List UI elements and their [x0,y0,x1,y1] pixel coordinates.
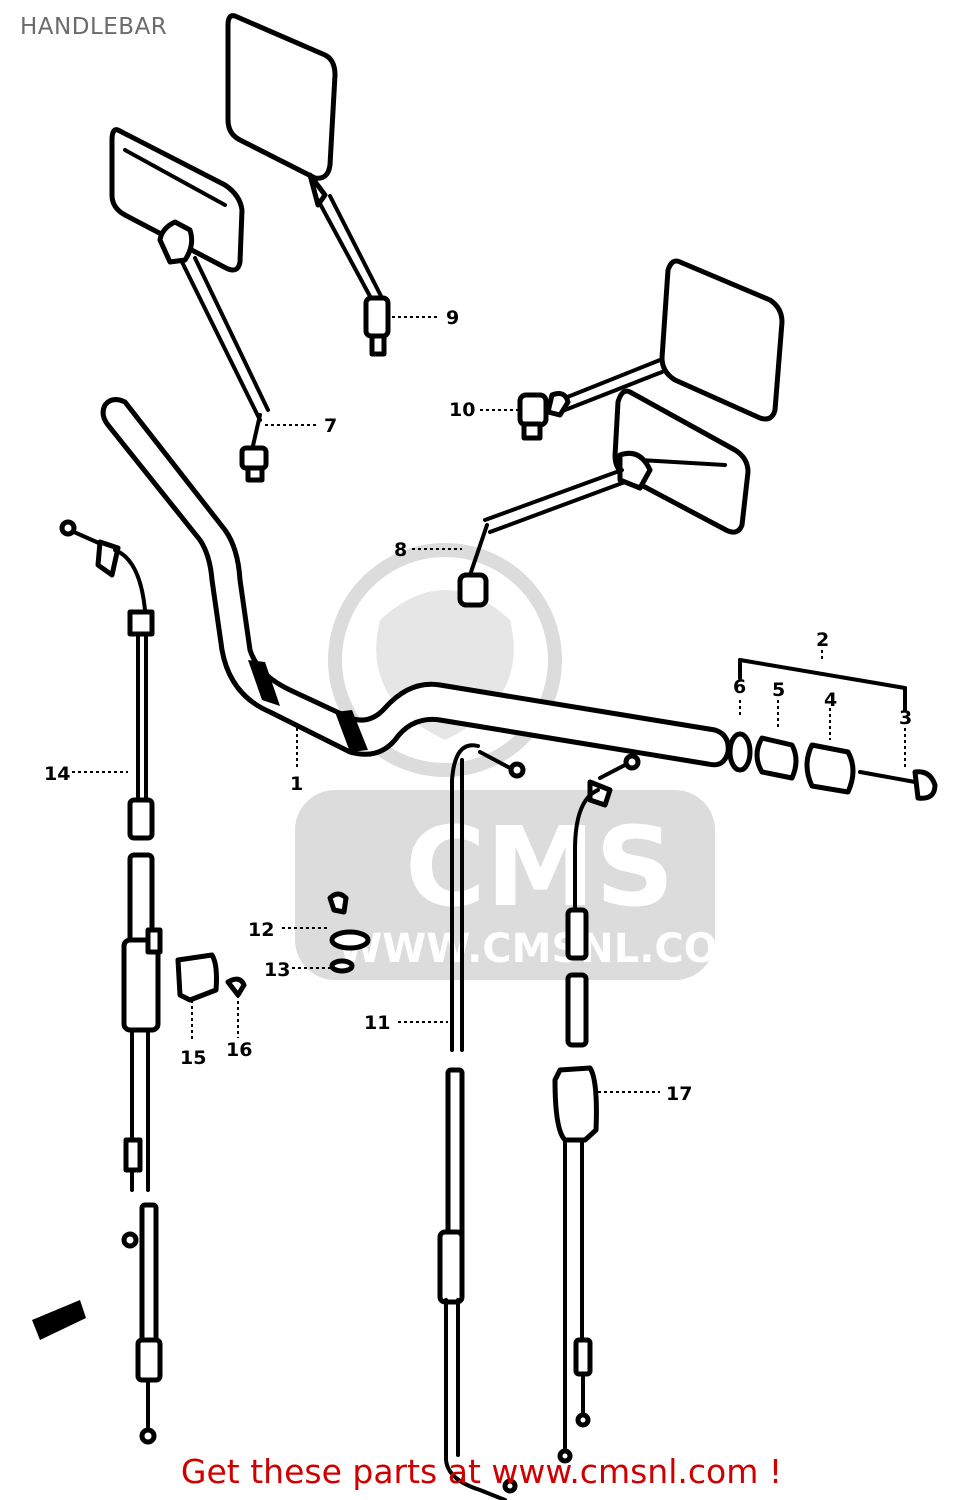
callout-14: 14 [44,763,70,785]
callout-10: 10 [449,399,475,421]
balancer-assembly [727,658,938,801]
leader-lines [72,316,906,1093]
callout-8: 8 [394,539,407,561]
callout-7: 7 [324,415,337,437]
callout-2: 2 [816,629,829,651]
callout-13: 13 [264,959,290,981]
mirror-8 [457,388,751,608]
callout-11: 11 [364,1012,390,1034]
callout-16: 16 [226,1039,252,1061]
callout-9: 9 [446,307,459,329]
callout-1: 1 [290,773,303,795]
cable-14 [59,519,163,1445]
callout-12: 12 [248,919,274,941]
callout-5: 5 [772,679,785,701]
mirror-10 [517,258,785,441]
callout-6: 6 [733,676,746,698]
watermark-logo: CMS [405,803,674,931]
callout-4: 4 [824,689,837,711]
cable-11 [437,743,526,1500]
callout-labels: 1 2 3 4 5 6 7 8 9 10 11 12 13 14 15 16 1… [44,307,912,1105]
watermark-url: WWW.CMSNL.COM [338,926,758,972]
callout-15: 15 [180,1047,206,1069]
mirror-9 [225,13,391,357]
cmsnl-watermark: CMS WWW.CMSNL.COM [295,543,758,980]
footer-link[interactable]: Get these parts at www.cmsnl.com ! [180,1452,783,1491]
mirror-7 [109,127,270,483]
direction-arrow [32,1300,86,1340]
callout-17: 17 [666,1083,692,1105]
callout-3: 3 [899,707,912,729]
cable-17 [552,753,641,1464]
diagram-title: HANDLEBAR [20,14,168,40]
small-parts [175,891,371,1003]
